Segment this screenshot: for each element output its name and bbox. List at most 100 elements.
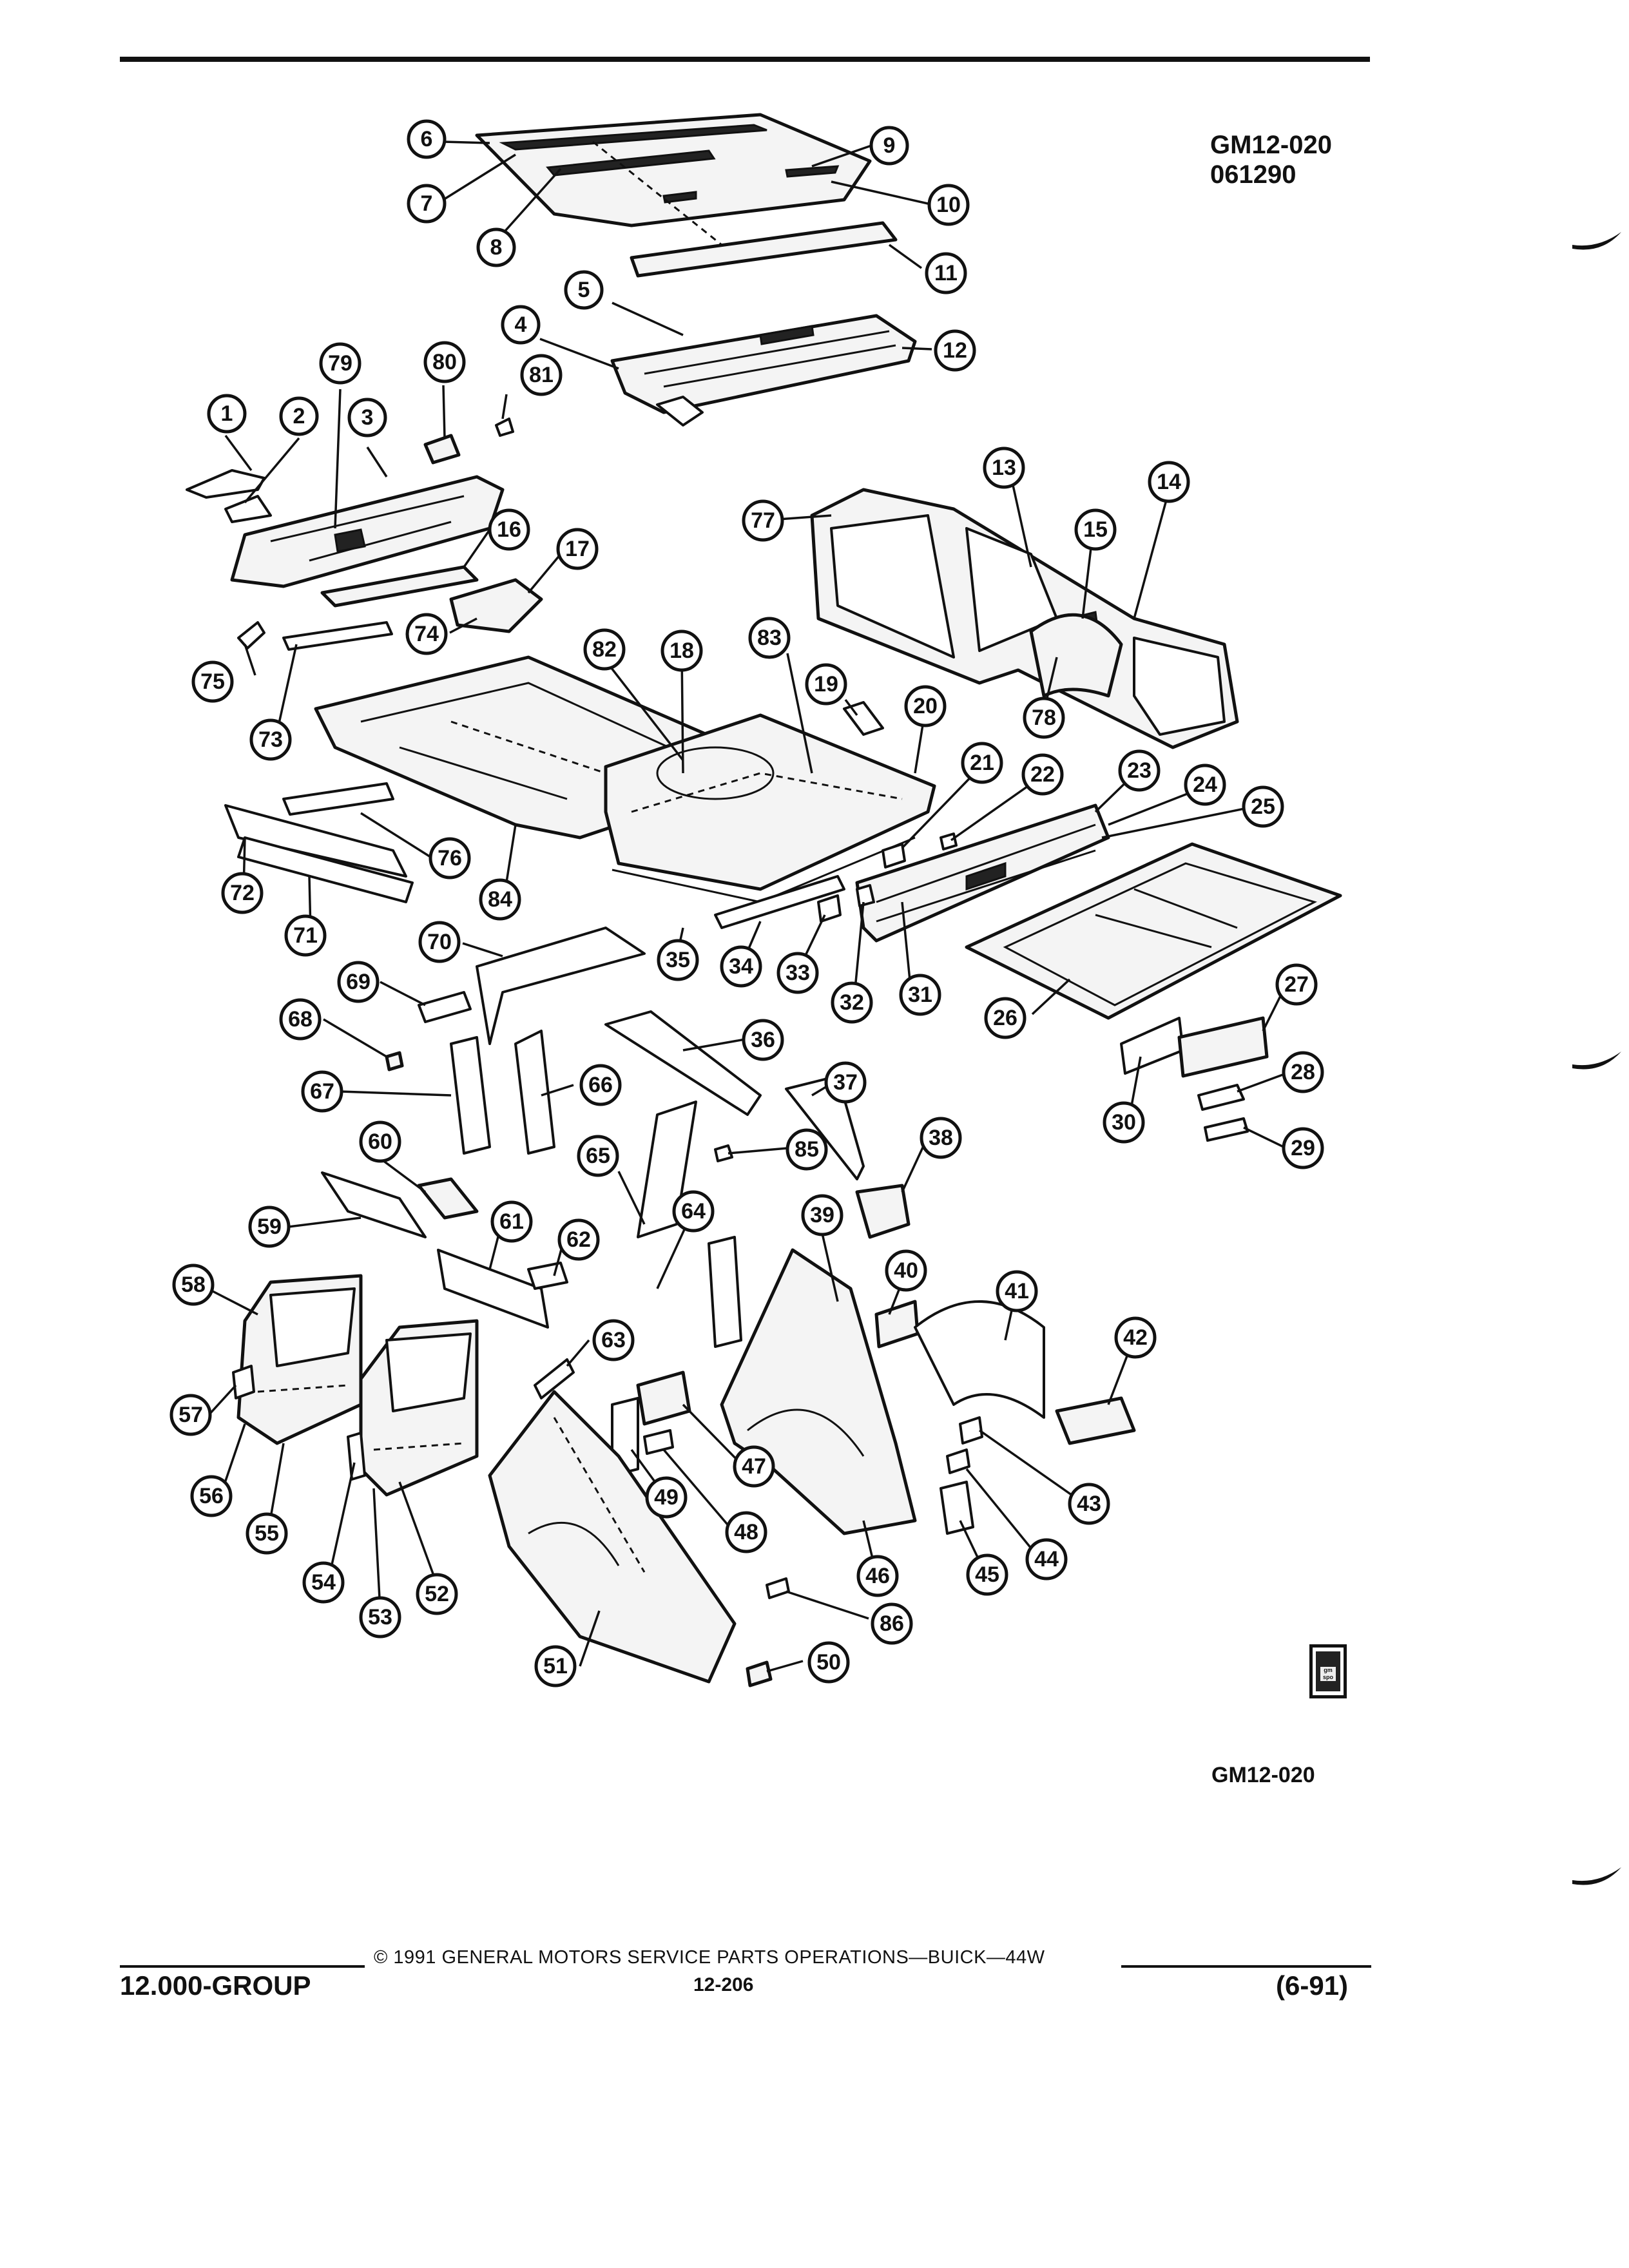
bracket-21 bbox=[882, 843, 906, 869]
rear-end-panel bbox=[855, 803, 1110, 943]
body-side-outer bbox=[810, 488, 1239, 749]
svg-text:72: 72 bbox=[230, 881, 255, 905]
svg-text:23: 23 bbox=[1127, 758, 1152, 783]
scan-mark bbox=[1572, 1052, 1621, 1070]
bracket-62 bbox=[527, 1262, 568, 1290]
svg-text:16: 16 bbox=[497, 517, 521, 542]
svg-text:56: 56 bbox=[199, 1484, 224, 1508]
callout-10: 10 bbox=[927, 184, 970, 226]
svg-text:86: 86 bbox=[880, 1611, 904, 1636]
front-door bbox=[236, 1274, 363, 1445]
svg-text:78: 78 bbox=[1032, 706, 1056, 730]
bracket-40 bbox=[874, 1300, 920, 1349]
svg-text:20: 20 bbox=[913, 694, 938, 718]
callout-33: 33 bbox=[776, 952, 819, 994]
svg-text:47: 47 bbox=[742, 1454, 766, 1479]
svg-text:28: 28 bbox=[1291, 1060, 1315, 1084]
svg-text:5: 5 bbox=[578, 278, 590, 302]
callout-24: 24 bbox=[1184, 764, 1226, 806]
svg-text:80: 80 bbox=[432, 350, 457, 374]
callout-31: 31 bbox=[899, 974, 941, 1016]
callout-49: 49 bbox=[645, 1476, 688, 1519]
callout-80: 80 bbox=[423, 341, 466, 383]
svg-text:15: 15 bbox=[1083, 517, 1108, 542]
callout-55: 55 bbox=[246, 1512, 288, 1555]
svg-text:32: 32 bbox=[840, 990, 864, 1015]
callout-29: 29 bbox=[1282, 1127, 1324, 1169]
svg-text:6: 6 bbox=[421, 127, 433, 151]
svg-text:36: 36 bbox=[751, 1028, 775, 1052]
callout-58: 58 bbox=[172, 1264, 215, 1306]
callout-1: 1 bbox=[207, 394, 247, 434]
bracket-38 bbox=[855, 1184, 911, 1239]
callout-56: 56 bbox=[190, 1475, 233, 1517]
svg-text:1: 1 bbox=[221, 401, 233, 426]
svg-text:41: 41 bbox=[1005, 1279, 1029, 1303]
front-crossmember-36 bbox=[604, 1010, 762, 1116]
callout-17: 17 bbox=[556, 528, 599, 570]
sill-plate-61 bbox=[437, 1249, 549, 1329]
pillar-67 bbox=[450, 1036, 491, 1155]
svg-text:84: 84 bbox=[488, 887, 512, 912]
svg-text:24: 24 bbox=[1193, 773, 1217, 797]
callout-20: 20 bbox=[904, 685, 947, 727]
floor-crossmember-76 bbox=[282, 782, 394, 816]
svg-text:38: 38 bbox=[929, 1126, 953, 1150]
wheelhouse-41 bbox=[914, 1300, 1045, 1419]
svg-text:19: 19 bbox=[814, 672, 838, 697]
bracket-85 bbox=[714, 1144, 733, 1162]
svg-text:83: 83 bbox=[757, 626, 782, 650]
svg-text:34: 34 bbox=[729, 954, 753, 979]
callout-13: 13 bbox=[983, 447, 1025, 489]
svg-text:58: 58 bbox=[181, 1273, 206, 1297]
svg-text:85: 85 bbox=[795, 1137, 819, 1162]
figure-code-header: GM12-020 061290 bbox=[1210, 130, 1332, 189]
shroud-bracket bbox=[449, 578, 543, 633]
callout-54: 54 bbox=[302, 1561, 345, 1604]
clip-75 bbox=[237, 621, 265, 649]
callout-52: 52 bbox=[416, 1573, 458, 1615]
callout-34: 34 bbox=[720, 945, 762, 988]
bracket-44 bbox=[946, 1448, 970, 1474]
pillar-66 bbox=[514, 1030, 555, 1155]
svg-text:75: 75 bbox=[200, 669, 225, 694]
callout-41: 41 bbox=[996, 1270, 1038, 1312]
svg-text:69: 69 bbox=[346, 970, 371, 994]
svg-text:18: 18 bbox=[670, 639, 694, 663]
callout-45: 45 bbox=[966, 1553, 1008, 1596]
rear-crossmember-34 bbox=[714, 875, 845, 929]
callout-84: 84 bbox=[479, 878, 521, 921]
svg-text:37: 37 bbox=[833, 1070, 858, 1095]
door-hinge-57 bbox=[232, 1365, 255, 1399]
callout-64: 64 bbox=[672, 1190, 715, 1233]
callout-59: 59 bbox=[248, 1206, 291, 1248]
front-fender-46 bbox=[720, 1248, 917, 1535]
callout-11: 11 bbox=[925, 252, 967, 294]
pillar-64 bbox=[708, 1236, 742, 1348]
callout-66: 66 bbox=[579, 1064, 622, 1106]
callout-3: 3 bbox=[347, 398, 387, 437]
callout-32: 32 bbox=[831, 981, 873, 1024]
rear-floor-pan bbox=[604, 713, 936, 903]
svg-text:12: 12 bbox=[943, 338, 967, 363]
callout-25: 25 bbox=[1242, 785, 1284, 828]
callout-70: 70 bbox=[418, 921, 461, 963]
callout-57: 57 bbox=[169, 1394, 212, 1436]
callout-27: 27 bbox=[1275, 963, 1318, 1006]
callout-81: 81 bbox=[520, 354, 563, 396]
callout-38: 38 bbox=[920, 1117, 962, 1159]
roof-bow bbox=[630, 221, 898, 278]
hinge-28 bbox=[1197, 1084, 1245, 1111]
bracket-33 bbox=[817, 894, 842, 923]
callout-28: 28 bbox=[1282, 1051, 1324, 1093]
callout-48: 48 bbox=[725, 1511, 767, 1553]
callout-51: 51 bbox=[534, 1645, 577, 1687]
callout-6: 6 bbox=[407, 119, 447, 159]
svg-text:7: 7 bbox=[421, 191, 433, 216]
logo-line-1: gm bbox=[1324, 1667, 1333, 1673]
svg-text:82: 82 bbox=[592, 637, 617, 662]
svg-text:62: 62 bbox=[566, 1227, 591, 1252]
footer-rule-left bbox=[120, 1965, 365, 1968]
svg-text:49: 49 bbox=[654, 1485, 679, 1510]
svg-text:71: 71 bbox=[293, 923, 318, 948]
